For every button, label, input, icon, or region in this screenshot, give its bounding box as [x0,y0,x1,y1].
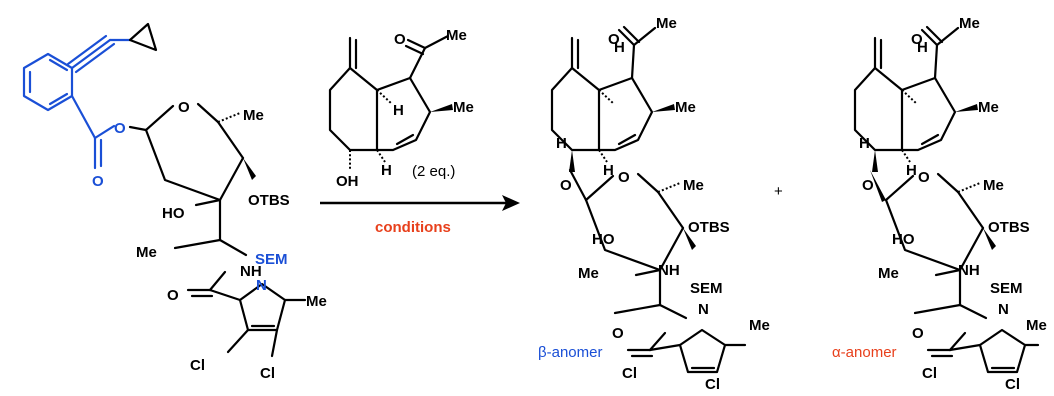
alpha-ring-me-label: Me [983,177,1004,194]
sem-label: SEM [255,251,288,268]
alpha-anomer-product [853,25,1040,374]
acceptor-acetyl-me-label: Me [446,27,467,44]
acceptor-acetyl-o-label: O [394,31,406,48]
beta-h-label-2: H [603,162,614,179]
alpha-chain-me-label: Me [878,265,899,282]
beta-chain-me-label: Me [578,265,599,282]
amide-side-chain [173,238,307,358]
beta-ring-me-label: Me [683,177,704,194]
pyrrole-methyl-label: Me [306,293,327,310]
hydroxyl-label: HO [162,205,185,222]
benzene-ring [22,52,74,112]
beta-acetyl-me-label: Me [656,15,677,32]
beta-anomer-label: β-anomer [538,344,602,361]
beta-ho-label: HO [592,231,615,248]
alpha-sem-label: SEM [990,280,1023,297]
beta-glycosidic-o-label: O [560,177,572,194]
amide-o-label: O [167,287,179,304]
beta-pyrrole-me-label: Me [749,317,770,334]
side-chain-methyl-label: Me [136,244,157,261]
alpha-anomer-label: α-anomer [832,344,897,361]
pyrrole-ring [238,282,287,332]
ring-o-label: O [178,99,190,116]
beta-sem-label: SEM [690,280,723,297]
cyclopropyl-ring [128,22,158,52]
equivalents-label: (2 eq.) [412,163,455,180]
alpha-cl-label-2: Cl [1005,376,1020,391]
alpha-ring-o-label: O [918,169,930,186]
beta-decalin [550,25,675,172]
alpha-glycosidic-o-label: O [862,177,874,194]
acceptor-h-label-2: H [381,162,392,179]
beta-sugar [568,168,747,374]
alpha-decalin [853,25,978,172]
amide-nh-label: NH [240,263,262,280]
beta-h-label-3: H [556,135,567,152]
plus-sign: + [774,183,783,200]
acceptor-h-label-1: H [393,102,404,119]
alpha-otbs-label: OTBS [988,219,1030,236]
pyrrole-n-label: N [256,277,267,294]
beta-amide-o-label: O [612,325,624,342]
alpha-sugar [870,170,1040,374]
glycosyl-acceptor [328,34,453,170]
beta-n-label: N [698,301,709,318]
ester-o-label: O [114,120,126,137]
alpha-amide-o-label: O [912,325,924,342]
alpha-acetyl-o-label: O [911,31,923,48]
sugar-ring [128,102,256,242]
acceptor-oh-label: OH [336,173,359,190]
alpha-methyl-label: Me [978,99,999,116]
reaction-arrow [320,195,520,211]
beta-nh-label: NH [658,262,680,279]
beta-methyl-label: Me [675,99,696,116]
alkynyl-benzoate-group [22,22,158,170]
beta-h-label-1: H [614,39,625,56]
beta-cl-label-1: Cl [622,365,637,382]
chloro-label-2: Cl [260,365,275,382]
alpha-n-label: N [998,301,1009,318]
alpha-h-label-1: H [917,39,928,56]
carbonyl-o-label: O [92,173,104,190]
conditions-label: conditions [375,219,451,236]
chloro-label-1: Cl [190,357,205,374]
alpha-pyrrole-me-label: Me [1026,317,1047,334]
beta-anomer-product [550,25,747,374]
alpha-acetyl-me-label: Me [959,15,980,32]
alpha-nh-label: NH [958,262,980,279]
acceptor-methyl-label: Me [453,99,474,116]
alpha-cl-label-1: Cl [922,365,937,382]
beta-ring-o-label: O [618,169,630,186]
alpha-h-label-2: H [906,162,917,179]
methyl-label: Me [243,107,264,124]
beta-otbs-label: OTBS [688,219,730,236]
alpha-ho-label: HO [892,231,915,248]
beta-acetyl-o-label: O [608,31,620,48]
otbs-label: OTBS [248,192,290,209]
alpha-h-label-3: H [859,135,870,152]
beta-cl-label-2: Cl [705,376,720,391]
glycosyl-donor: O O O Me OTBS HO [22,22,327,382]
